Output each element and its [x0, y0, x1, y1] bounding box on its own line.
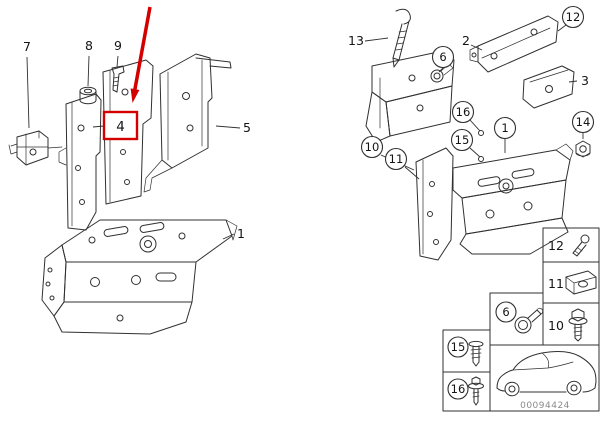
- car-silhouette-icon: [496, 351, 597, 397]
- highlight-arrow: [132, 6, 152, 92]
- callout-6: 6: [431, 45, 455, 69]
- bracket-2: [469, 15, 559, 73]
- bracket-1-right: [415, 143, 574, 261]
- hex-bolt-icon: [568, 308, 588, 342]
- part-13-cable-tie: [392, 8, 411, 68]
- callout-7: 7: [23, 39, 31, 54]
- callout-4: 4: [116, 119, 125, 135]
- legend-label-10: 10: [548, 318, 564, 333]
- highlight-part-4: 4: [102, 6, 152, 141]
- legend-label-12: 12: [548, 238, 564, 253]
- svg-text:6: 6: [502, 305, 509, 319]
- legend-cell-vehicle: [489, 344, 600, 412]
- part-15-rivet-small: [478, 156, 484, 162]
- part-14-nut: [575, 140, 591, 158]
- part-7-sensor: [8, 130, 63, 166]
- svg-text:11: 11: [389, 152, 404, 166]
- bracket-rear-plate: [58, 93, 102, 231]
- legend-label-6: 6: [495, 301, 517, 323]
- callout-11: 11: [384, 147, 408, 171]
- bracket-1-left: [41, 219, 238, 335]
- legend-label-16: 16: [447, 378, 469, 400]
- part-8-grommet: [79, 86, 97, 105]
- svg-text:15: 15: [455, 133, 470, 147]
- part-16-screw-small: [478, 130, 484, 136]
- svg-text:14: 14: [576, 115, 591, 129]
- legend-label-15: 15: [447, 336, 469, 358]
- svg-text:10: 10: [365, 140, 380, 154]
- svg-text:6: 6: [439, 50, 446, 64]
- bracket-4: [102, 59, 154, 205]
- bracket-3: [522, 65, 575, 109]
- svg-text:16: 16: [456, 105, 471, 119]
- callout-9: 9: [114, 38, 122, 53]
- expanding-rivet-icon: [468, 340, 484, 367]
- legend-label-11: 11: [548, 276, 564, 291]
- bracket-5: [143, 53, 232, 193]
- callout-13: 13: [348, 33, 364, 48]
- part-number: 00094424: [520, 401, 570, 411]
- callout-14: 14: [571, 110, 595, 134]
- highlight-arrowhead-icon: [130, 88, 140, 103]
- callout-5: 5: [243, 120, 251, 135]
- highlight-box: [102, 110, 139, 141]
- svg-text:12: 12: [566, 10, 581, 24]
- leader-lines: [26, 24, 584, 240]
- callout-15: 15: [450, 128, 474, 152]
- right-assembly: [365, 8, 591, 261]
- callout-2: 2: [462, 33, 470, 48]
- callout-12: 12: [561, 5, 585, 29]
- callouts: 7 8 9 5 1 13 2 3 12 6 16 15 1 14: [23, 5, 595, 411]
- screw-washer-icon: [468, 376, 484, 406]
- svg-text:1: 1: [501, 121, 508, 135]
- cable-clamp-icon: [514, 307, 544, 334]
- left-assembly: [8, 53, 238, 335]
- callout-1-left: 1: [237, 226, 245, 241]
- callout-10: 10: [360, 135, 384, 159]
- torx-screw-icon: [572, 234, 590, 257]
- callout-16: 16: [451, 100, 475, 124]
- callout-1-right: 1: [493, 116, 517, 140]
- part-9-screw: [111, 65, 125, 93]
- legend: [442, 227, 600, 412]
- svg-text:16: 16: [451, 382, 466, 396]
- sheet-metal-clip-icon: [565, 270, 597, 295]
- callout-8: 8: [85, 38, 93, 53]
- callout-3: 3: [581, 73, 589, 88]
- svg-text:15: 15: [451, 340, 466, 354]
